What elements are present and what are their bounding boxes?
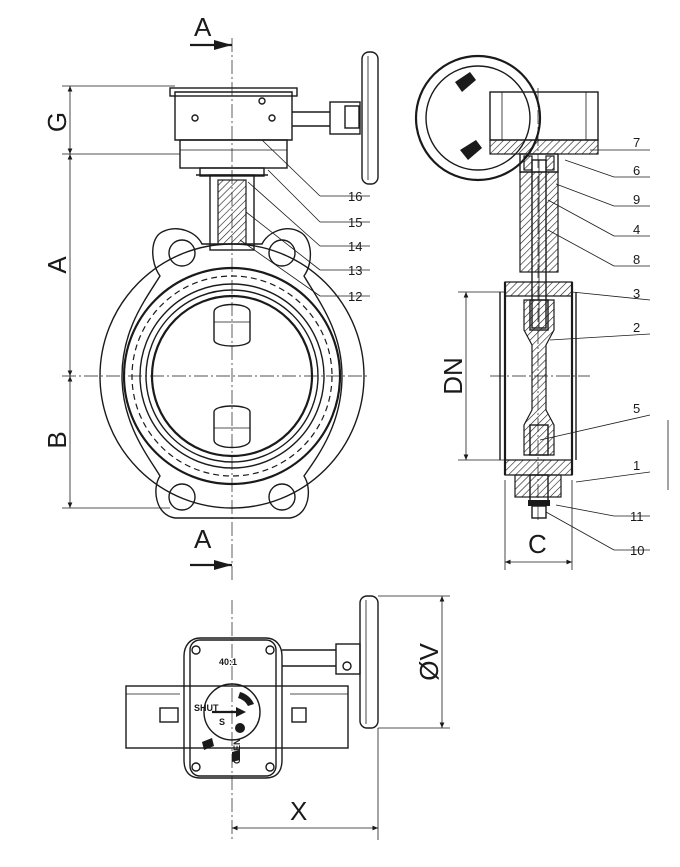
callout-3: 3 — [633, 286, 640, 301]
section-label-bottom: A — [194, 524, 212, 554]
dimension-a-label: A — [42, 256, 72, 274]
callout-8: 8 — [633, 252, 640, 267]
dimension-x-label: X — [290, 796, 307, 826]
dimension-dn-label: DN — [438, 357, 468, 395]
gear-ratio-label: 40:1 — [219, 657, 237, 667]
shut-label: SHUT — [194, 703, 219, 713]
top-view — [125, 595, 450, 840]
front-view — [62, 38, 379, 580]
callout-2: 2 — [633, 320, 640, 335]
callout-9: 9 — [633, 192, 640, 207]
callout-13: 13 — [348, 263, 362, 278]
callout-10: 10 — [630, 543, 644, 558]
callout-5: 5 — [633, 401, 640, 416]
dimension-c-label: C — [528, 529, 547, 559]
dimension-v-label: ØV — [414, 643, 444, 681]
dimension-g-label: G — [42, 112, 72, 132]
callout-6: 6 — [633, 163, 640, 178]
callout-14: 14 — [348, 239, 362, 254]
side-section-view — [414, 54, 651, 570]
callout-4: 4 — [633, 222, 640, 237]
callout-16: 16 — [348, 189, 362, 204]
callout-11: 11 — [630, 509, 644, 524]
callout-1: 1 — [633, 458, 640, 473]
callout-7: 7 — [633, 135, 640, 150]
s-label: S — [219, 717, 225, 727]
dimension-b-label: B — [42, 431, 72, 448]
open-label: OPEN — [232, 738, 242, 764]
callout-15: 15 — [348, 215, 362, 230]
callout-12: 12 — [348, 289, 362, 304]
section-label-top: A — [194, 12, 212, 42]
